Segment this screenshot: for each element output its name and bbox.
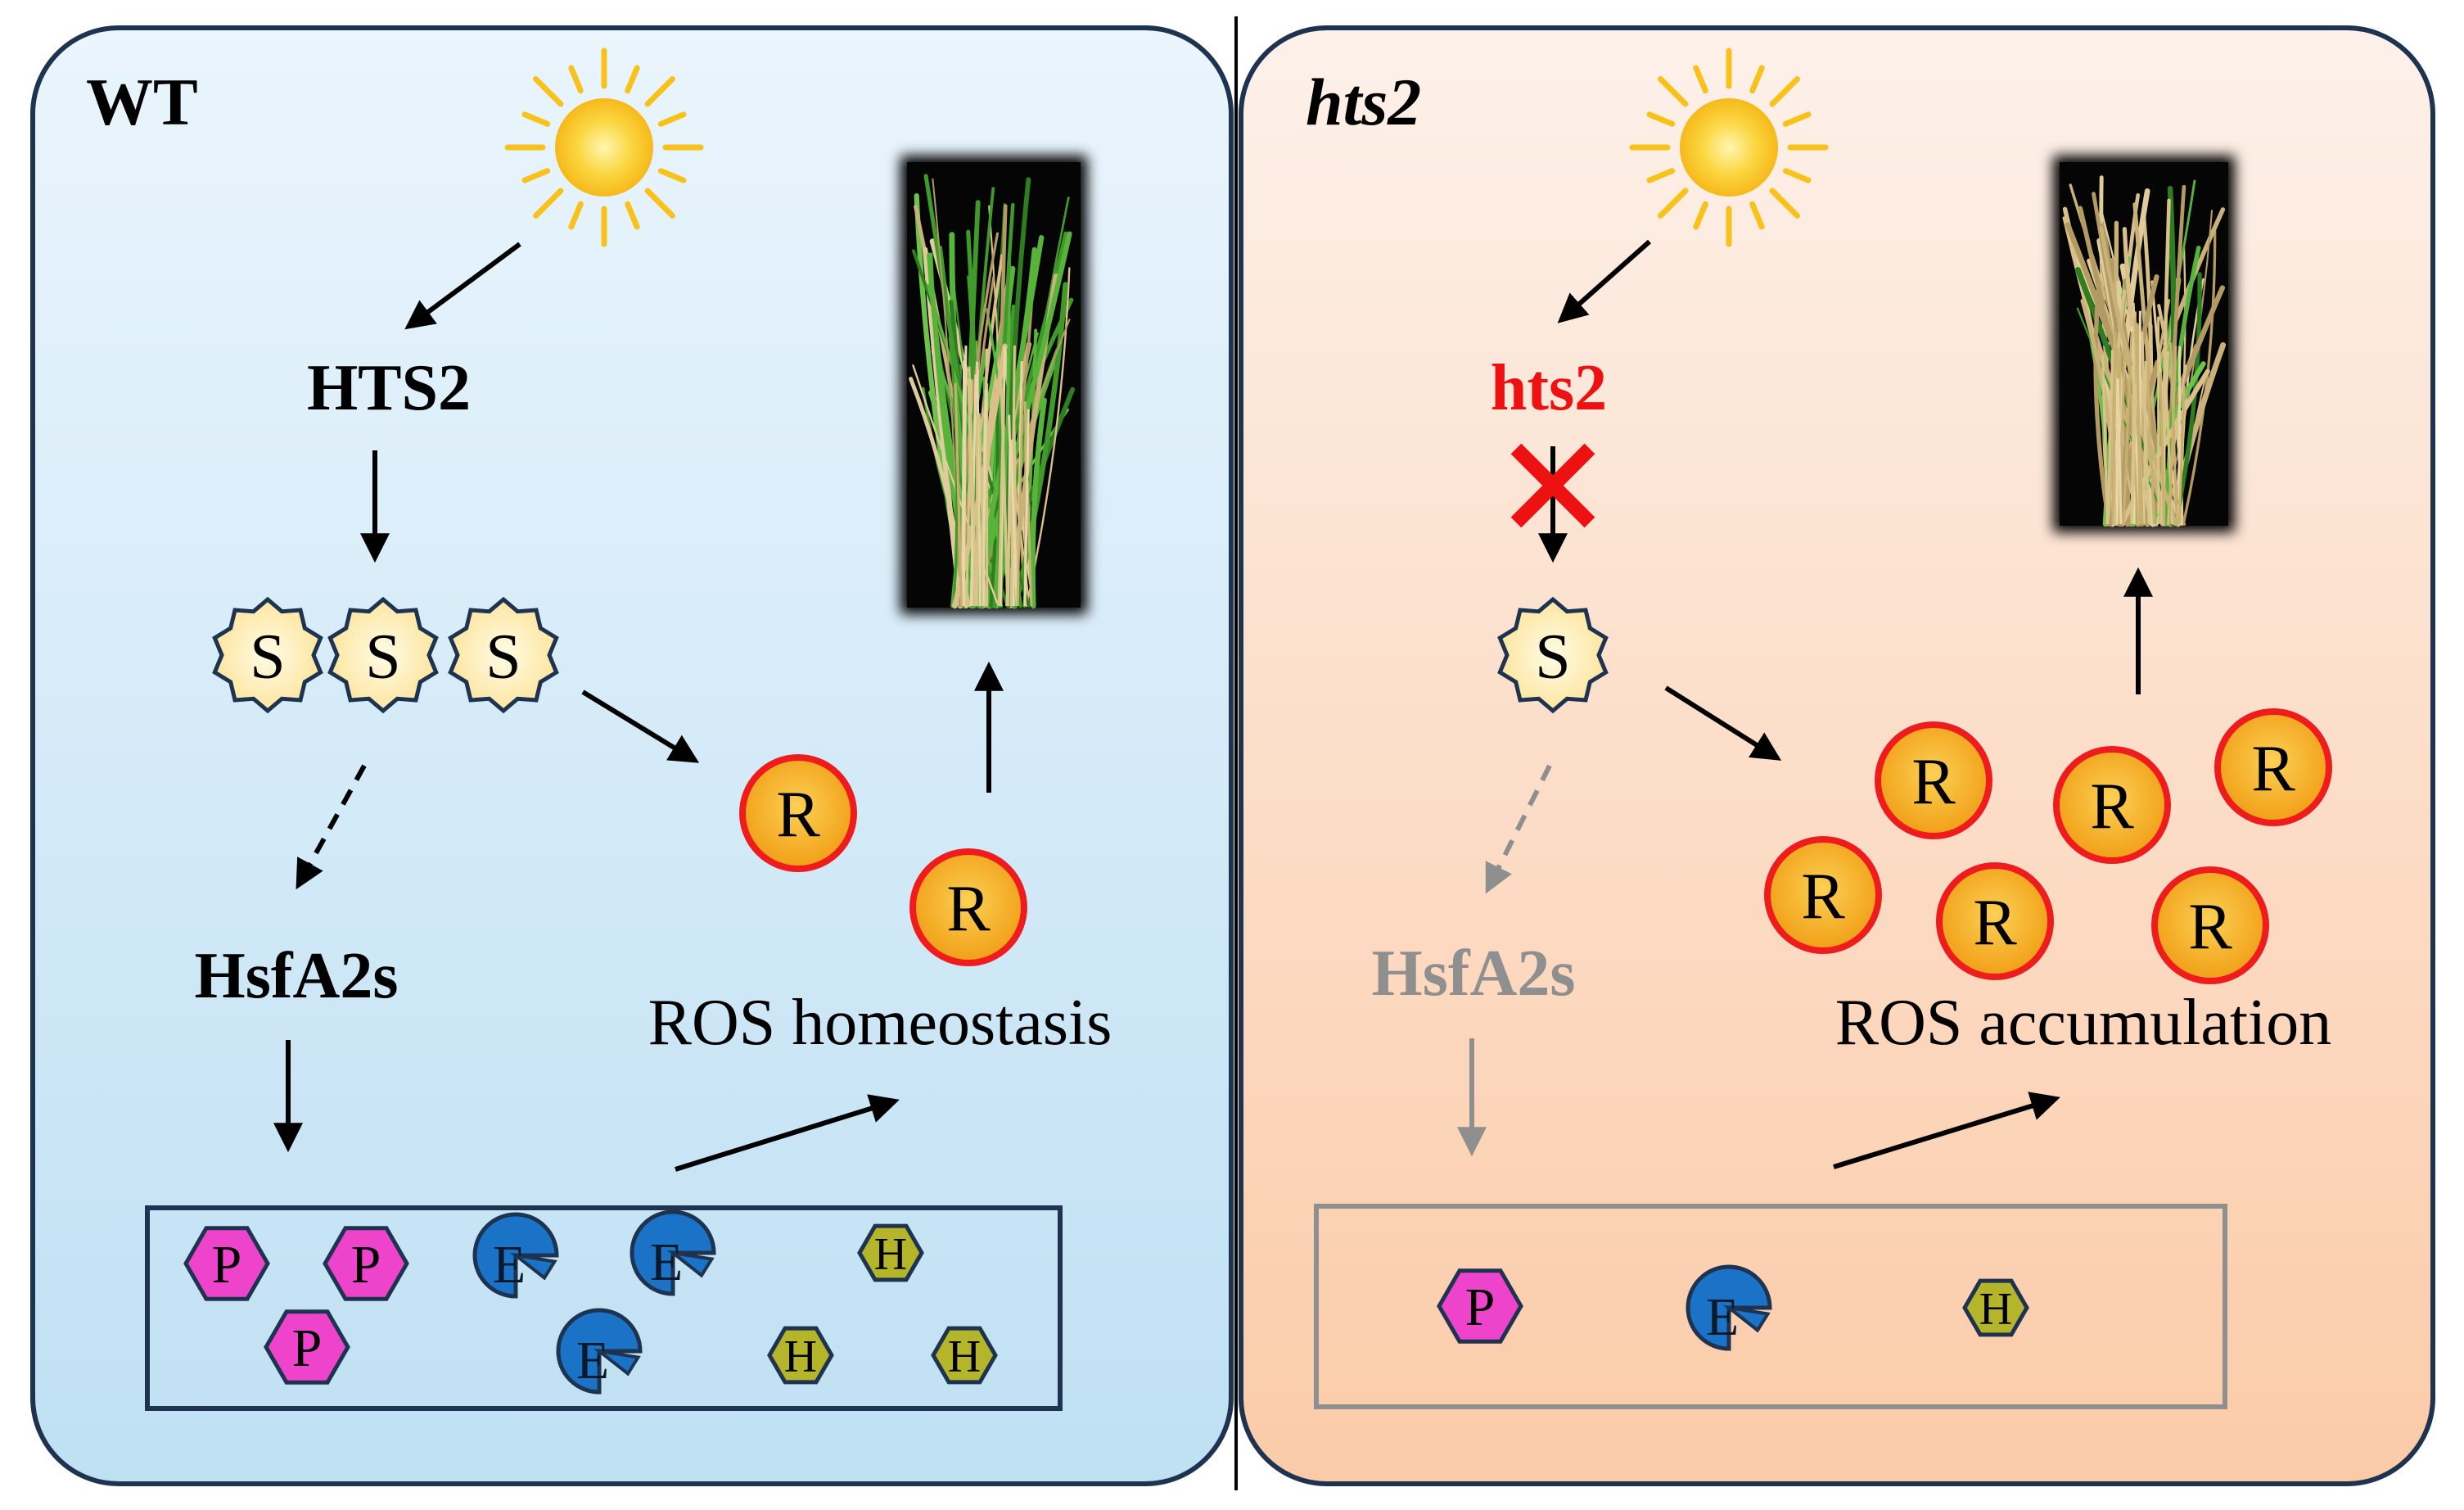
symbol-letter: P [212, 1235, 242, 1295]
ros-molecule: R [909, 848, 1027, 966]
h-protein: H [1962, 1278, 2029, 1337]
ros-molecule: R [739, 754, 857, 872]
s-protein: S [1497, 596, 1609, 714]
h-protein: H [931, 1326, 998, 1385]
symbol-letter: H [948, 1331, 981, 1382]
e-protein: E [1686, 1264, 1772, 1351]
ros-molecule: R [1936, 862, 2054, 980]
e-protein: E [556, 1308, 643, 1395]
symbol-letter: R [1801, 861, 1845, 933]
symbol-letter: E [576, 1331, 609, 1390]
p-protein: P [183, 1226, 270, 1301]
red-x-block-icon [1510, 443, 1595, 528]
mutant-hsfa2-label: HsfA2s [1372, 938, 1576, 1010]
s-protein: S [448, 596, 559, 714]
symbol-letter: R [2188, 891, 2232, 963]
symbol-letter: E [493, 1235, 526, 1295]
symbol-letter: R [776, 779, 820, 851]
mutant-title: hts2 [1306, 65, 1421, 139]
h-protein: H [767, 1326, 834, 1385]
symbol-letter: R [1973, 887, 2017, 959]
mutant-ros-label: ROS accumulation [1835, 987, 2332, 1059]
symbol-letter: P [351, 1235, 381, 1295]
arrow-s-to-r [581, 689, 700, 763]
ros-molecule: R [1875, 721, 1992, 839]
arrow-sun-to-hts2-mutant [1557, 239, 1651, 323]
p-protein: P [323, 1226, 409, 1301]
ros-molecule-group: RR [739, 754, 1027, 966]
arrow-box-to-ros [675, 1094, 900, 1172]
ros-molecule: R [2214, 708, 2332, 826]
mutant-protein-box [1314, 1204, 2227, 1409]
arrow-s-to-r-mutant [1664, 685, 1782, 761]
symbol-letter: H [1979, 1284, 2012, 1335]
s-protein: S [212, 596, 323, 714]
symbol-letter: R [946, 873, 991, 945]
ros-molecule: R [2053, 746, 2171, 864]
rice-plant-photo [2053, 156, 2235, 532]
arrow-s-to-hsfa2-mutant [1485, 764, 1552, 894]
s-protein-group: S [1497, 596, 1609, 714]
symbol-letter: R [2251, 733, 2295, 805]
sun-icon [1629, 47, 1829, 247]
e-protein: E [472, 1212, 559, 1299]
symbol-letter: H [784, 1331, 817, 1382]
mutant-gene-label: hts2 [1491, 352, 1607, 424]
arrow-box-to-ros-mutant [1833, 1092, 2060, 1169]
s-protein: S [327, 596, 439, 714]
symbol-letter: S [485, 620, 521, 691]
rice-plant-photo [900, 156, 1087, 614]
wt-protein-box [145, 1205, 1063, 1411]
ros-molecule: R [1764, 836, 1882, 954]
p-protein: P [264, 1309, 350, 1385]
sun-icon [504, 47, 704, 247]
symbol-letter: S [250, 620, 285, 691]
symbol-letter: S [365, 620, 400, 691]
symbol-letter: S [1535, 620, 1570, 691]
symbol-letter: H [874, 1229, 907, 1280]
wt-title: WT [86, 65, 198, 139]
symbol-letter: R [2090, 771, 2134, 843]
arrow-sun-to-hts2 [404, 242, 521, 330]
arrow-s-to-hsfa2-dashed [296, 764, 367, 890]
ros-molecule: R [2151, 866, 2269, 984]
p-protein: P [1437, 1268, 1523, 1344]
symbol-letter: R [1911, 746, 1956, 818]
wt-hsfa2-label: HsfA2s [195, 940, 399, 1012]
wt-ros-label: ROS homeostasis [648, 987, 1112, 1059]
e-protein: E [630, 1209, 716, 1296]
symbol-letter: E [650, 1232, 683, 1292]
h-protein: H [857, 1223, 924, 1282]
symbol-letter: E [1706, 1287, 1739, 1347]
symbol-letter: P [1465, 1277, 1496, 1337]
symbol-letter: P [292, 1318, 323, 1378]
wt-gene-label: HTS2 [307, 352, 471, 424]
